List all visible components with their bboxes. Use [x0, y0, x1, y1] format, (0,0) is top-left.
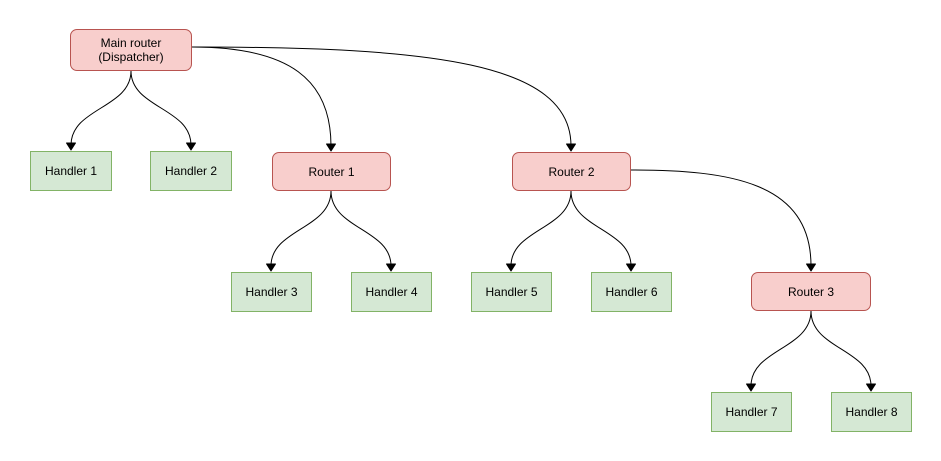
node-handler6[interactable]: Handler 6 [591, 272, 672, 312]
edge-main-to-handler2 [130, 70, 192, 146]
edge-main-to-handler1 [70, 70, 132, 146]
node-label-handler5: Handler 5 [485, 285, 538, 299]
arrowhead-main-to-router2 [566, 143, 576, 152]
node-handler4[interactable]: Handler 4 [351, 272, 432, 312]
node-label-handler6: Handler 6 [605, 285, 658, 299]
arrowhead-router2-to-router3 [806, 263, 816, 272]
node-label-handler7: Handler 7 [725, 405, 778, 419]
arrowhead-router1-to-handler4 [386, 263, 396, 272]
node-router3[interactable]: Router 3 [751, 272, 871, 311]
node-label-main: Main router (Dispatcher) [98, 36, 164, 64]
edge-router3-to-handler7 [750, 310, 812, 387]
arrowhead-router3-to-handler8 [866, 383, 876, 392]
arrowhead-main-to-router1 [326, 143, 336, 152]
arrowhead-main-to-handler1 [66, 142, 76, 151]
edge-main-to-router1 [191, 46, 332, 147]
edge-router1-to-handler3 [270, 190, 332, 267]
edge-router3-to-handler8 [810, 310, 872, 387]
node-label-router2: Router 2 [548, 164, 595, 179]
node-label-router3: Router 3 [787, 284, 835, 299]
node-handler7[interactable]: Handler 7 [711, 392, 792, 432]
node-label-handler8: Handler 8 [845, 405, 898, 419]
edge-router2-to-router3 [630, 169, 812, 267]
node-label-handler4: Handler 4 [365, 285, 418, 299]
edge-main-to-router2 [191, 46, 572, 147]
node-handler3[interactable]: Handler 3 [231, 272, 312, 312]
node-handler5[interactable]: Handler 5 [471, 272, 552, 312]
node-handler2[interactable]: Handler 2 [150, 151, 232, 191]
arrowhead-router1-to-handler3 [266, 263, 276, 272]
node-handler1[interactable]: Handler 1 [30, 151, 112, 191]
node-label-handler3: Handler 3 [245, 285, 298, 299]
arrowhead-router2-to-handler6 [626, 263, 636, 272]
arrowhead-router3-to-handler7 [746, 383, 756, 392]
node-router1[interactable]: Router 1 [272, 152, 391, 191]
node-handler8[interactable]: Handler 8 [831, 392, 912, 432]
edge-router2-to-handler6 [570, 190, 632, 267]
edge-router2-to-handler5 [510, 190, 572, 267]
node-label-router1: Router 1 [308, 164, 355, 179]
node-main[interactable]: Main router (Dispatcher) [70, 29, 192, 71]
node-router2[interactable]: Router 2 [512, 152, 631, 191]
node-label-handler1: Handler 1 [44, 164, 98, 178]
arrowhead-router2-to-handler5 [506, 263, 516, 272]
arrowhead-main-to-handler2 [186, 142, 196, 151]
edge-router1-to-handler4 [330, 190, 392, 267]
node-label-handler2: Handler 2 [164, 164, 218, 178]
